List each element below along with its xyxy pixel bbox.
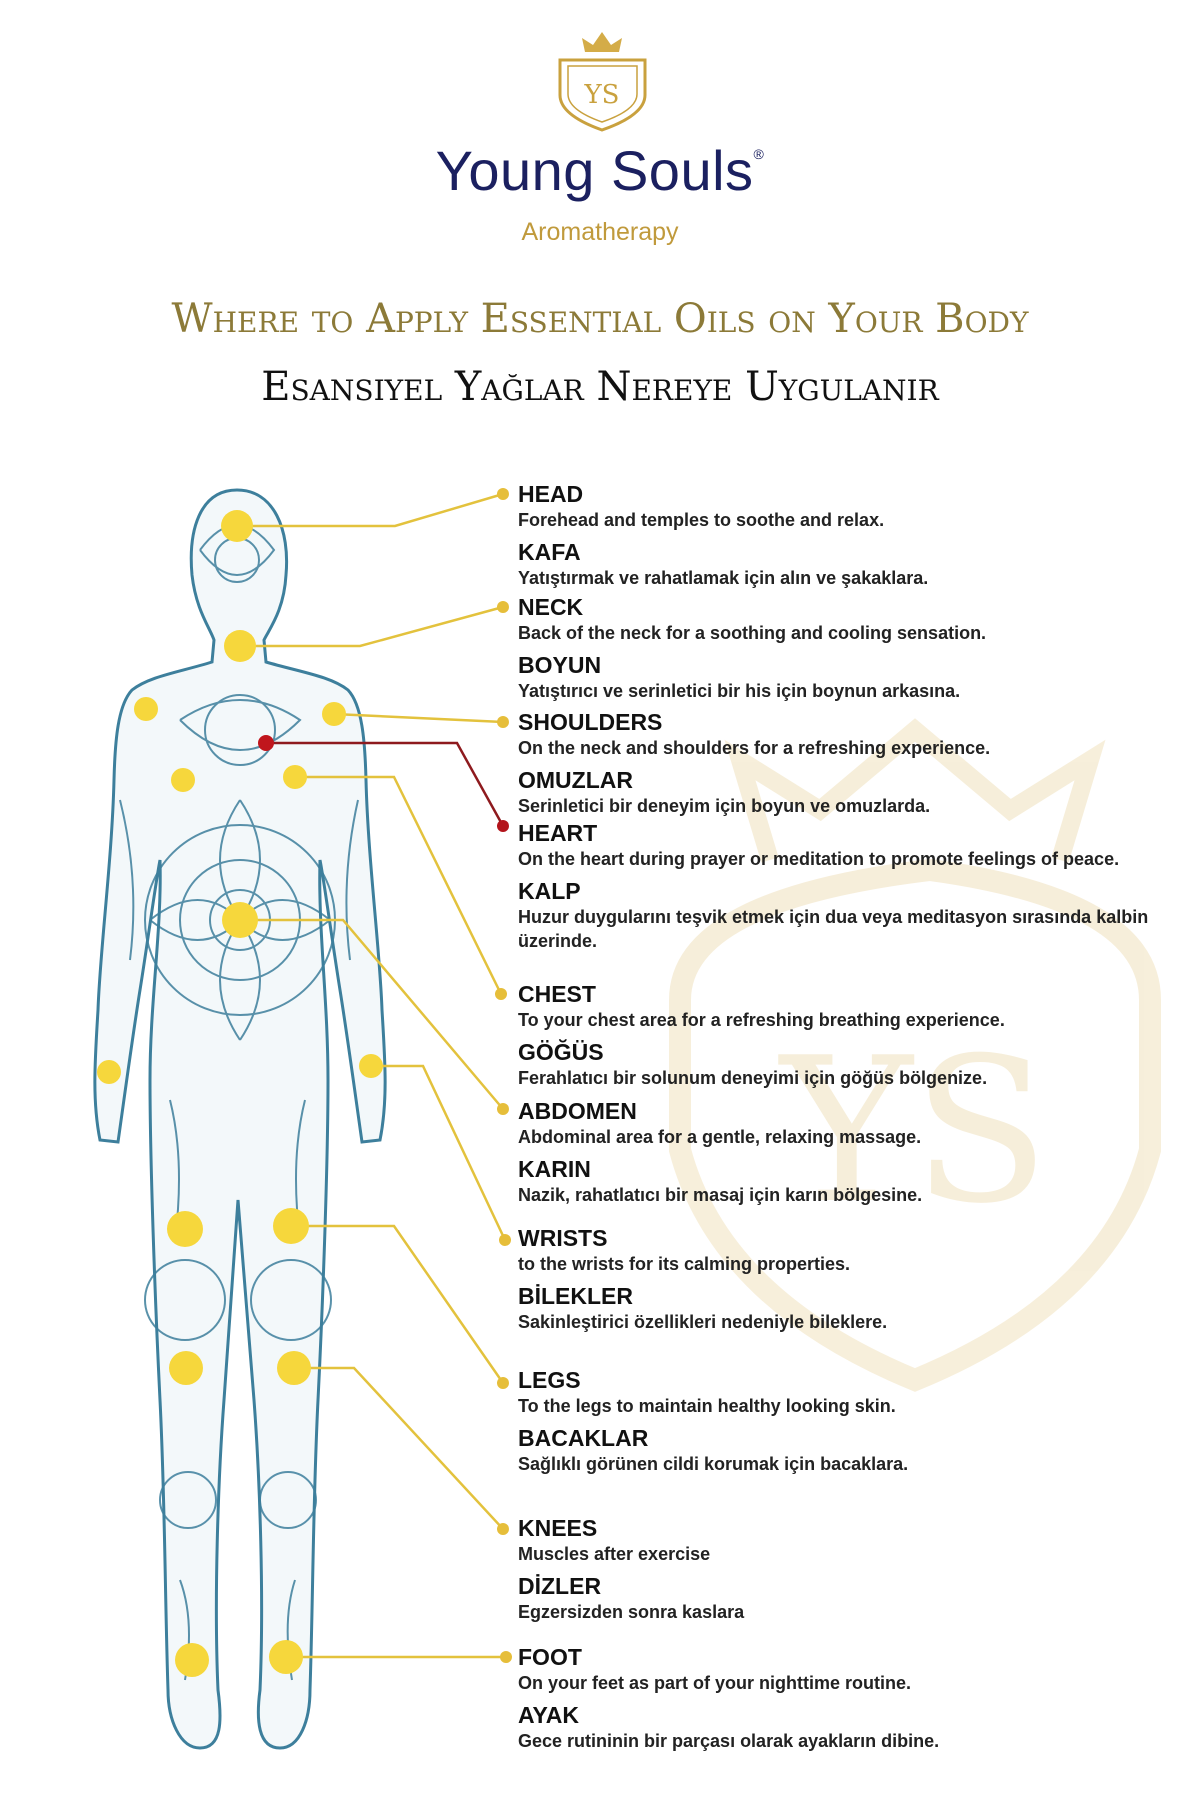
section-text-tr: Ferahlatıcı bir solunum deneyimi için gö… [518, 1068, 988, 1088]
chest-left-point [171, 768, 195, 792]
title-english: Where to Apply Essential Oils on Your Bo… [171, 296, 1029, 342]
section-text-tr: Yatıştırmak ve rahatlamak için alın ve ş… [518, 568, 929, 588]
wrist-left-point [97, 1060, 121, 1084]
section-text-en: Abdominal area for a gentle, relaxing ma… [518, 1127, 922, 1147]
title-turkish: Esansiyel Yağlar Nereye Uygulanır [261, 364, 939, 410]
section-title-tr: GÖĞÜS [518, 1039, 604, 1065]
section-chest: CHEST To your chest area for a refreshin… [518, 980, 1158, 1096]
section-title-tr: OMUZLAR [518, 767, 633, 793]
section-text-en: On the heart during prayer or meditation… [518, 849, 1120, 869]
section-title-tr: BİLEKLER [518, 1283, 633, 1309]
section-title-en: NECK [518, 594, 584, 620]
foot-right-point [269, 1640, 303, 1674]
section-legs: LEGS To the legs to maintain healthy loo… [518, 1366, 1158, 1482]
section-title-en: HEART [518, 820, 598, 846]
section-title-tr: BACAKLAR [518, 1425, 649, 1451]
registered-mark: ® [753, 146, 765, 162]
shoulder-right-point [322, 702, 346, 726]
section-text-tr: Yatıştırıcı ve serinletici bir his için … [518, 681, 961, 701]
section-title-en: ABDOMEN [518, 1098, 637, 1124]
section-text-tr: Huzur duygularını teşvik etmek için dua … [518, 907, 1149, 951]
section-text-tr: Serinletici bir deneyim için boyun ve om… [518, 796, 931, 816]
section-title-tr: KARIN [518, 1156, 591, 1182]
leg-left-point [167, 1211, 203, 1247]
foot-left-point [175, 1643, 209, 1677]
section-neck: NECK Back of the neck for a soothing and… [518, 593, 1158, 709]
heart-point [258, 735, 274, 751]
section-head: HEAD Forehead and temples to soothe and … [518, 480, 1158, 596]
section-foot: FOOT On your feet as part of your nightt… [518, 1643, 1158, 1759]
section-title-en: KNEES [518, 1515, 598, 1541]
brand-subtitle: Aromatherapy [521, 218, 679, 246]
section-text-en: On your feet as part of your nighttime r… [518, 1673, 912, 1693]
section-heart: HEART On the heart during prayer or medi… [518, 819, 1158, 959]
label-dots [495, 488, 512, 1663]
heart-label-dot [497, 820, 509, 832]
shoulder-left-point [134, 697, 158, 721]
section-text-tr: Sakinleştirici özellikleri nedeniyle bil… [518, 1312, 888, 1332]
section-title-en: WRISTS [518, 1225, 608, 1251]
abdomen-point [222, 902, 258, 938]
application-points [97, 510, 383, 1677]
section-text-tr: Gece rutininin bir parçası olarak ayakla… [518, 1731, 940, 1751]
section-text-tr: Nazik, rahatlatıcı bir masaj için karın … [518, 1185, 923, 1205]
leg-right-point [273, 1208, 309, 1244]
body-silhouette [93, 488, 387, 1750]
chest-right-point [283, 765, 307, 789]
knee-right-point [277, 1351, 311, 1385]
wrist-right-point [359, 1054, 383, 1078]
section-text-en: To your chest area for a refreshing brea… [518, 1010, 1005, 1030]
section-title-tr: DİZLER [518, 1573, 602, 1599]
section-title-tr: AYAK [518, 1702, 579, 1728]
leader-lines [237, 492, 507, 1659]
svg-text:YS: YS [584, 80, 620, 110]
neck-point [224, 630, 256, 662]
section-wrists: WRISTS to the wrists for its calming pro… [518, 1224, 1158, 1340]
section-title-tr: KALP [518, 878, 581, 904]
section-title-en: SHOULDERS [518, 709, 663, 735]
watermark-crest: YS [669, 718, 1161, 1392]
section-text-tr: Egzersizden sonra kaslara [518, 1602, 745, 1622]
heart-leader-line [266, 741, 505, 827]
knee-left-point [169, 1351, 203, 1385]
section-text-en: Forehead and temples to soothe and relax… [518, 510, 885, 530]
section-title-tr: BOYUN [518, 652, 602, 678]
section-text-en: Back of the neck for a soothing and cool… [518, 623, 987, 643]
section-title-en: FOOT [518, 1644, 582, 1670]
section-shoulders: SHOULDERS On the neck and shoulders for … [518, 708, 1158, 824]
head-point [221, 510, 253, 542]
section-text-en: to the wrists for its calming properties… [518, 1254, 851, 1274]
section-title-en: HEAD [518, 481, 584, 507]
section-text-en: To the legs to maintain healthy looking … [518, 1396, 896, 1416]
section-knees: KNEES Muscles after exercise DİZLER Egze… [518, 1514, 1158, 1630]
section-title-en: CHEST [518, 981, 596, 1007]
section-title-en: LEGS [518, 1367, 581, 1393]
brand-name-text: Young Souls [435, 139, 754, 202]
section-text-en: On the neck and shoulders for a refreshi… [518, 738, 991, 758]
brand-logo: YS [558, 32, 647, 132]
section-title-tr: KAFA [518, 539, 581, 565]
section-abdomen: ABDOMEN Abdominal area for a gentle, rel… [518, 1097, 1158, 1213]
brand-name: Young Souls® [0, 138, 1200, 203]
svg-text:YS: YS [777, 1015, 1049, 1248]
section-text-tr: Sağlıklı görünen cildi korumak için baca… [518, 1454, 909, 1474]
section-text-en: Muscles after exercise [518, 1544, 711, 1564]
